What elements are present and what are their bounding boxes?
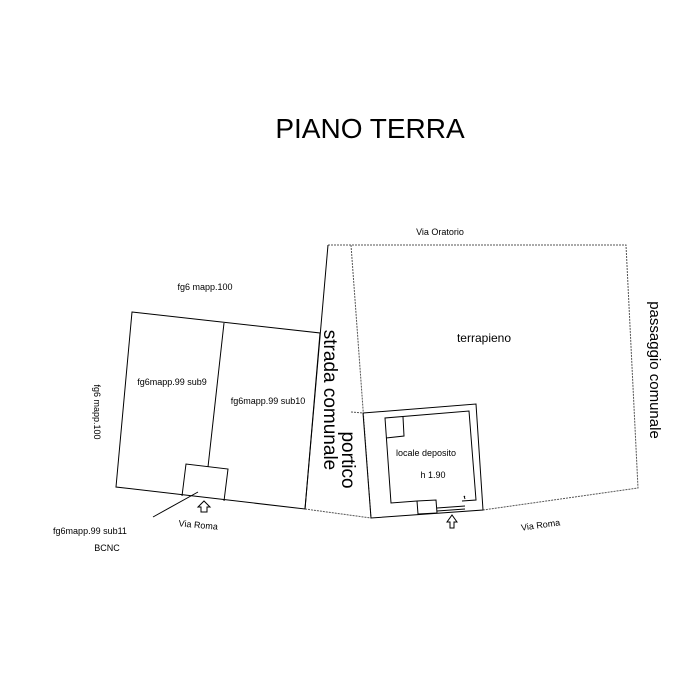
deposito-corner-2	[463, 495, 466, 500]
label-locale-deposito: locale deposito	[396, 448, 456, 458]
terrapieno-boundary	[328, 244, 639, 511]
left-building	[115, 311, 321, 518]
deposito-corner	[385, 416, 405, 439]
label-portico: portico	[337, 431, 358, 488]
label-sub11: fg6mapp.99 sub11	[53, 526, 127, 536]
deposito-inner-wall	[384, 410, 477, 504]
label-strada-comunale: strada comunale	[319, 330, 340, 470]
sub11-leader-line	[152, 491, 199, 518]
entrance-arrow-icon	[196, 500, 212, 513]
entrance-arrow-icon	[446, 514, 458, 529]
building-outline	[115, 311, 321, 510]
portico-line	[350, 411, 364, 414]
deposito-door	[416, 499, 438, 515]
sub11-box	[181, 463, 229, 502]
label-height: h 1.90	[420, 470, 445, 480]
label-terrapieno: terrapieno	[457, 331, 511, 345]
label-sub9: fg6mapp.99 sub9	[137, 377, 207, 387]
deposito-threshold	[436, 505, 466, 509]
label-bcnc: BCNC	[94, 543, 120, 553]
plan-title: PIANO TERRA	[275, 113, 465, 144]
label-sub10: fg6mapp.99 sub10	[231, 396, 306, 406]
deposito-threshold-2	[436, 508, 466, 512]
unit-divider	[207, 322, 225, 468]
label-via-roma-left: Via Roma	[178, 518, 218, 531]
label-fg6-mapp100-side: fg6 mapp.100	[92, 384, 102, 439]
label-fg6-mapp100-top: fg6 mapp.100	[177, 282, 232, 292]
label-via-roma-right: Via Roma	[520, 517, 560, 532]
strada-bottom-edge	[304, 508, 372, 519]
deposito-outer-wall	[362, 403, 484, 519]
label-passaggio-comunale: passaggio comunale	[646, 301, 663, 439]
label-via-oratorio: Via Oratorio	[416, 227, 464, 237]
locale-deposito	[362, 403, 484, 529]
